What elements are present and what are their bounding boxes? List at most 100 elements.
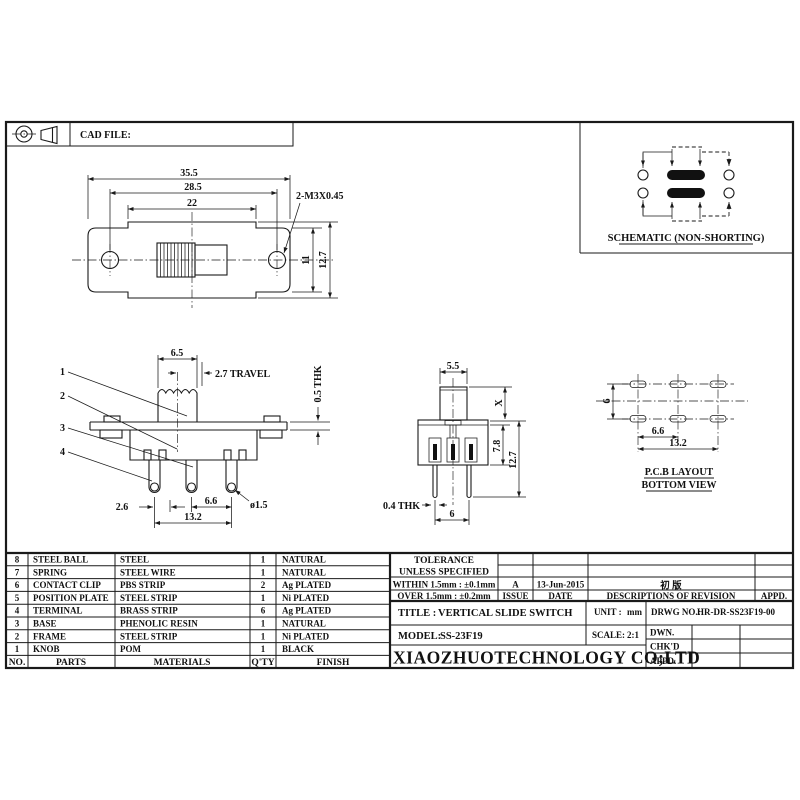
- part-finish: NATURAL: [282, 555, 326, 565]
- part-material: POM: [120, 644, 141, 654]
- part-qty: 1: [261, 567, 266, 577]
- pcb-caption-line2: BOTTOM VIEW: [642, 480, 717, 491]
- date-label: DATE: [548, 591, 572, 601]
- unit-label: UNIT :: [594, 607, 622, 617]
- part-finish: Ni PLATED: [282, 631, 330, 641]
- top-view: 35.5 28.5 22 2-M3X0.45 11 12.7: [72, 168, 344, 308]
- company-name: XIAOZHUOTECHNOLOGY CO;LTD: [393, 648, 700, 668]
- dim-hole-dia: ø1.5: [250, 500, 268, 511]
- header-qty: Q'TY: [251, 658, 274, 668]
- part-finish: NATURAL: [282, 567, 326, 577]
- model-label: MODEL:: [398, 631, 441, 642]
- part-material: STEEL: [120, 555, 149, 565]
- dim-terminal-span: 6: [450, 509, 455, 520]
- dim-hole-spacing: 28.5: [184, 182, 202, 193]
- callout-2-frame: 2: [60, 391, 65, 402]
- part-name: FRAME: [33, 631, 66, 641]
- table-grid: [6, 551, 793, 668]
- callout-4-terminal: 4: [60, 447, 65, 458]
- part-finish: NATURAL: [282, 619, 326, 629]
- pcb-layout: 6 6.6 13.2 P.C.B LAYOUT BOTTOM VIEW: [596, 374, 748, 492]
- revision-date-value: 13-Jun-2015: [537, 580, 585, 590]
- header-finish: FINISH: [317, 658, 350, 668]
- part-name: POSITION PLATE: [33, 593, 109, 603]
- scale-label: SCALE:: [592, 630, 625, 640]
- part-qty: 1: [261, 555, 266, 565]
- dim-inner-height: 11: [301, 255, 312, 264]
- part-material: BRASS STRIP: [120, 606, 178, 616]
- tolerance-line1: TOLERANCE: [414, 556, 474, 566]
- parts-table: 8 STEEL BALL STEEL 1 NATURAL 7 SPRING ST…: [9, 555, 350, 668]
- part-material: PBS STRIP: [120, 580, 166, 590]
- part-qty: 2: [261, 580, 266, 590]
- part-qty: 1: [261, 593, 266, 603]
- side-view: 1 2 3 4 6.5 2.7 TRAVEL 0.5 THK 2.6 6.6 1…: [60, 348, 330, 528]
- part-qty: 1: [261, 631, 266, 641]
- part-no: 5: [15, 593, 20, 603]
- part-name: TERMINAL: [33, 606, 83, 616]
- pcb-span: 13.2: [669, 438, 687, 449]
- schematic-box: SCHEMATIC (NON-SHORTING): [579, 122, 793, 254]
- tolerance-block: TOLERANCE UNLESS SPECIFIED WITHIN 1.5mm …: [393, 556, 787, 601]
- sheet-frame: [4, 120, 795, 670]
- pcb-col-pitch: 6.6: [652, 426, 665, 437]
- revision-description: 初 版: [660, 580, 682, 592]
- dim-overall-height: 12.7: [318, 251, 329, 269]
- part-finish: BLACK: [282, 644, 314, 654]
- appd-label: APPD.: [650, 656, 676, 666]
- dim-terminal-thickness: 0.4 THK: [383, 501, 420, 512]
- part-no: 7: [15, 567, 20, 577]
- model-value: SS-23F19: [440, 631, 483, 642]
- dim-26: 2.6: [116, 502, 129, 513]
- dim-knob-height-x: X: [494, 399, 505, 407]
- chkd-label: CHK'D: [650, 642, 680, 652]
- part-qty: 1: [261, 619, 266, 629]
- dim-plate-thickness: 0.5 THK: [313, 365, 324, 402]
- header-materials: MATERIALS: [154, 658, 211, 668]
- knurl-lines: [160, 243, 193, 277]
- thread-callout: 2-M3X0.45: [296, 191, 344, 202]
- dim-66: 6.6: [205, 496, 218, 507]
- part-name: BASE: [33, 619, 57, 629]
- tolerance-line2: UNLESS SPECIFIED: [399, 568, 489, 578]
- part-finish: Ni PLATED: [282, 593, 330, 603]
- part-no: 8: [15, 555, 20, 565]
- pcb-caption-line1: P.C.B LAYOUT: [645, 467, 714, 478]
- drawing-title: VERTICAL SLIDE SWITCH: [438, 608, 572, 619]
- schematic-caption: SCHEMATIC (NON-SHORTING): [608, 233, 765, 244]
- part-name: KNOB: [33, 644, 60, 654]
- part-no: 4: [15, 606, 20, 616]
- part-no: 3: [15, 619, 20, 629]
- projection-symbol-icon: [12, 125, 58, 145]
- tolerance-over: OVER 1.5mm : ±0.2mm: [397, 591, 491, 601]
- scale-value: 2:1: [627, 630, 639, 640]
- part-finish: Ag PLATED: [282, 580, 332, 590]
- part-name: SPRING: [33, 567, 67, 577]
- part-no: 6: [15, 580, 20, 590]
- part-qty: 6: [261, 606, 266, 616]
- drwg-no-value: HR-DR-SS23F19-00: [697, 607, 775, 617]
- tolerance-within: WITHIN 1.5mm : ±0.1mm: [393, 580, 496, 590]
- dim-overall-width: 35.5: [180, 168, 198, 179]
- front-view: 5.5 X 7.8 12.7 0.4 THK 6: [383, 361, 526, 525]
- callout-3-base: 3: [60, 423, 65, 434]
- unit-value: mm: [627, 607, 642, 617]
- cad-file-label: CAD FILE:: [80, 130, 131, 141]
- dim-front-knob-width: 5.5: [447, 361, 460, 372]
- descriptions-label: DESCRIPTIONS OF REVISION: [607, 591, 736, 601]
- dim-travel: 2.7 TRAVEL: [215, 369, 271, 380]
- drwg-no-label: DRWG NO.:: [651, 607, 701, 617]
- pcb-pads: [629, 380, 727, 423]
- dim-slot-length: 22: [187, 198, 197, 209]
- part-name: STEEL BALL: [33, 555, 88, 565]
- title-block: TITLE : VERTICAL SLIDE SWITCH UNIT : mm …: [393, 607, 775, 668]
- appd-column-label: APPD.: [761, 591, 787, 601]
- pcb-row-pitch: 6: [602, 399, 613, 404]
- part-qty: 1: [261, 644, 266, 654]
- part-material: STEEL WIRE: [120, 567, 176, 577]
- part-material: PHENOLIC RESIN: [120, 619, 198, 629]
- schematic-diagram: [637, 146, 735, 222]
- part-material: STEEL STRIP: [120, 631, 178, 641]
- dim-knob-width: 6.5: [171, 348, 184, 359]
